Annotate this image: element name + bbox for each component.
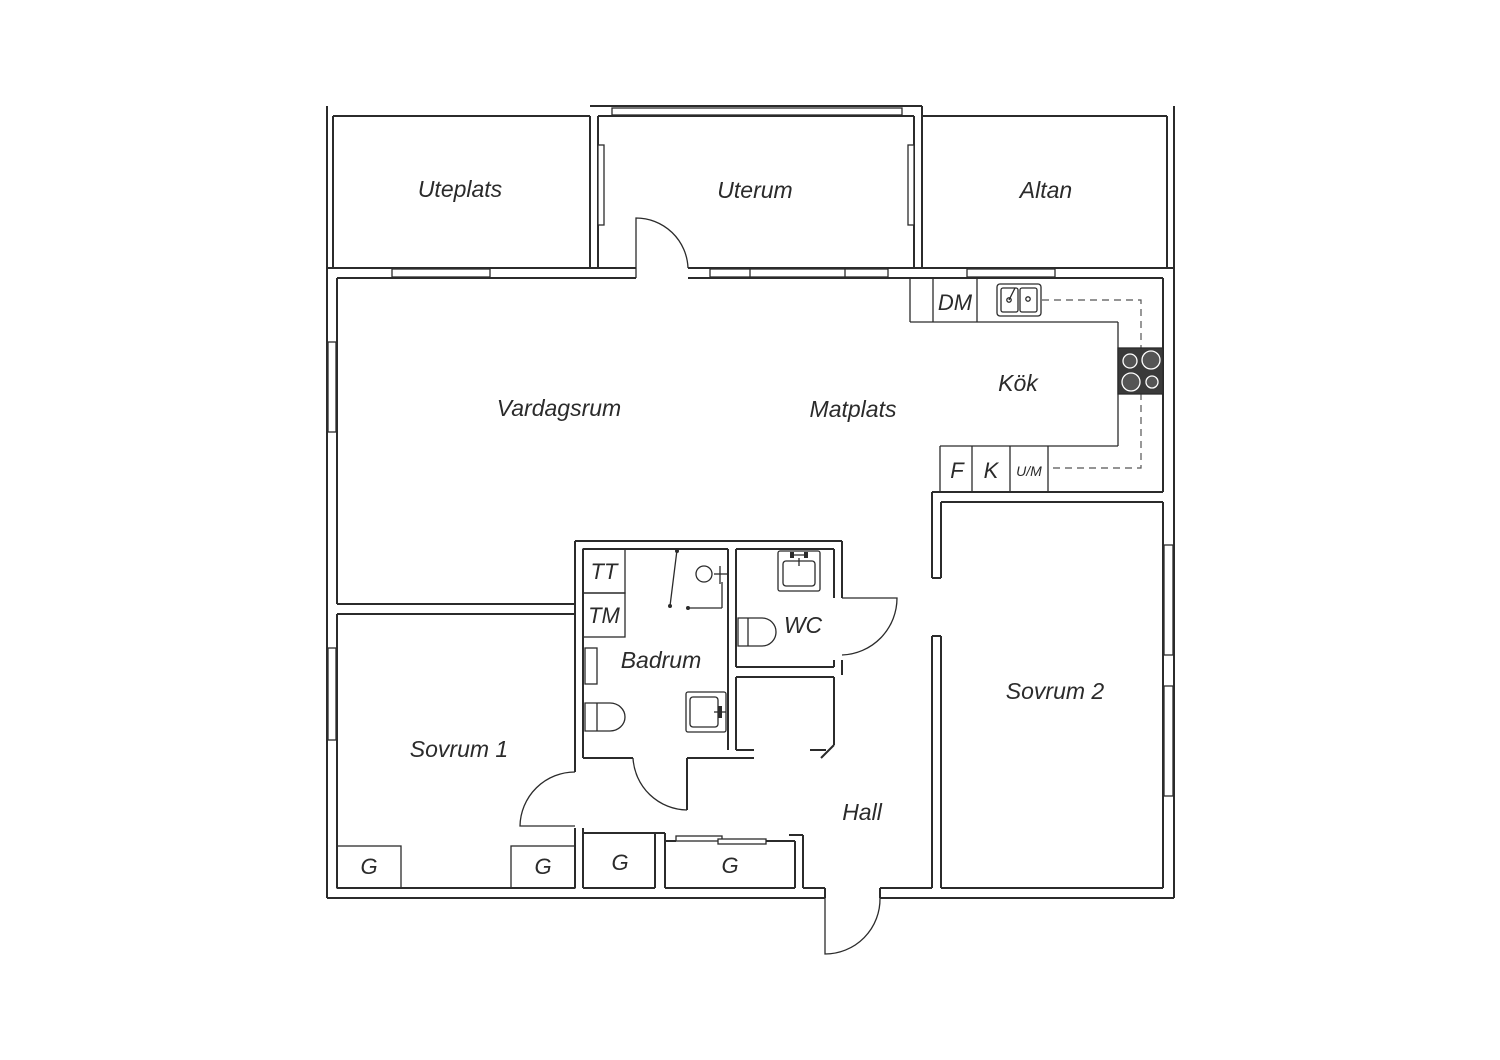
door-badrum bbox=[632, 757, 688, 811]
interior-walls bbox=[337, 492, 942, 898]
room-label-hall: Hall bbox=[842, 799, 883, 825]
room-label-uteplats: Uteplats bbox=[418, 176, 503, 202]
door-uterum bbox=[635, 217, 689, 278]
sliding-door bbox=[675, 835, 767, 845]
door-entrance bbox=[824, 897, 881, 955]
outdoor-windows bbox=[597, 107, 915, 226]
toilet-icon bbox=[584, 702, 626, 732]
shelf-icon bbox=[584, 647, 598, 685]
doors bbox=[519, 217, 898, 955]
room-label-wc: WC bbox=[784, 612, 823, 638]
wc-basin-icon bbox=[777, 550, 821, 592]
room-label-badrum: Badrum bbox=[621, 647, 702, 673]
label-k: K bbox=[984, 458, 1000, 483]
shower-icon bbox=[668, 549, 728, 610]
stove-icon bbox=[1117, 347, 1164, 395]
sink-icon bbox=[996, 283, 1042, 317]
label-closet-1: G bbox=[360, 854, 377, 879]
room-label-kok: Kök bbox=[998, 370, 1039, 396]
room-labels: Uteplats Uterum Altan Vardagsrum Matplat… bbox=[410, 176, 1105, 825]
label-um: U/M bbox=[1016, 463, 1042, 479]
outer-walls bbox=[326, 267, 1175, 899]
door-sovrum1 bbox=[519, 771, 576, 827]
room-label-sovrum1: Sovrum 1 bbox=[410, 736, 508, 762]
bathroom-fixtures bbox=[582, 548, 728, 733]
fixture-labels: DM F K U/M TT TM G G G G bbox=[360, 290, 1042, 879]
label-dm: DM bbox=[938, 290, 973, 315]
label-tm: TM bbox=[588, 603, 620, 628]
label-f: F bbox=[950, 458, 965, 483]
room-label-altan: Altan bbox=[1018, 177, 1072, 203]
label-closet-3: G bbox=[611, 850, 628, 875]
door-wc bbox=[841, 597, 898, 656]
room-label-matplats: Matplats bbox=[810, 396, 897, 422]
room-label-uterum: Uterum bbox=[717, 177, 792, 203]
wc-toilet-icon bbox=[737, 617, 777, 647]
outer-windows bbox=[327, 268, 1174, 797]
wc-fixtures bbox=[737, 550, 821, 647]
outdoor-walls bbox=[326, 105, 1175, 268]
kitchen bbox=[909, 278, 1164, 503]
label-closet-4: G bbox=[721, 853, 738, 878]
label-closet-2: G bbox=[534, 854, 551, 879]
room-label-sovrum2: Sovrum 2 bbox=[1006, 678, 1105, 704]
label-tt: TT bbox=[591, 559, 619, 584]
basin-icon bbox=[685, 691, 727, 733]
room-label-vardagsrum: Vardagsrum bbox=[497, 395, 621, 421]
bedroom1-closets bbox=[336, 845, 576, 889]
